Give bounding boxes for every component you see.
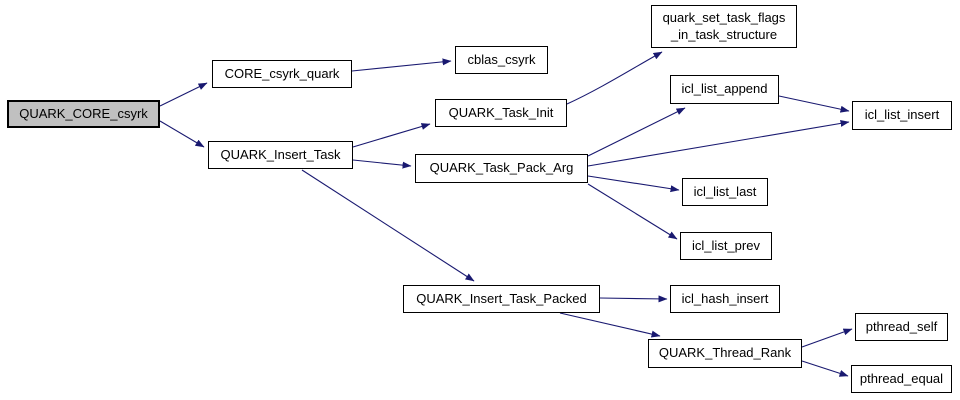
node-pthread-equal[interactable]: pthread_equal bbox=[851, 365, 952, 393]
edge-quark-task-init-to-quark-set-task-flags bbox=[566, 51, 663, 105]
edge-quark-thread-rank-to-pthread-equal bbox=[801, 360, 849, 377]
edge-quark-insert-task-packed-to-quark-thread-rank bbox=[559, 312, 661, 338]
node-icl-list-prev[interactable]: icl_list_prev bbox=[680, 232, 772, 260]
edge-quark-insert-task-to-quark-task-init bbox=[352, 123, 431, 148]
node-label: QUARK_Task_Init bbox=[448, 104, 554, 120]
node-pthread-self[interactable]: pthread_self bbox=[855, 313, 948, 341]
node-quark-insert-task-packed[interactable]: QUARK_Insert_Task_Packed bbox=[403, 285, 600, 313]
edge-quark-task-pack-arg-to-icl-list-append bbox=[587, 107, 686, 157]
edge-quark-core-csyrk-to-core-csyrk-quark bbox=[159, 82, 208, 107]
node-label: icl_list_prev bbox=[692, 237, 760, 253]
node-quark-set-task-flags-in-task-structure[interactable]: quark_set_task_flags _in_task_structure bbox=[651, 5, 797, 48]
edge-quark-insert-task-packed-to-icl-hash-insert bbox=[599, 295, 668, 303]
edge-core-csyrk-quark-to-cblas-csyrk bbox=[351, 58, 452, 72]
node-label: icl_list_append bbox=[681, 81, 768, 97]
node-quark-task-pack-arg[interactable]: QUARK_Task_Pack_Arg bbox=[415, 154, 588, 183]
node-quark-task-init[interactable]: QUARK_Task_Init bbox=[435, 99, 567, 127]
node-label: QUARK_Thread_Rank bbox=[658, 345, 792, 361]
edge-quark-core-csyrk-to-quark-insert-task bbox=[159, 120, 205, 148]
node-icl-list-insert[interactable]: icl_list_insert bbox=[852, 101, 952, 130]
node-icl-list-last[interactable]: icl_list_last bbox=[682, 178, 768, 206]
node-core-csyrk-quark[interactable]: CORE_csyrk_quark bbox=[212, 60, 352, 88]
node-label-line1: quark_set_task_flags bbox=[662, 9, 786, 25]
node-label: pthread_equal bbox=[859, 370, 944, 386]
node-cblas-csyrk[interactable]: cblas_csyrk bbox=[455, 46, 548, 74]
node-quark-core-csyrk: QUARK_CORE_csyrk bbox=[7, 100, 160, 128]
node-label: QUARK_CORE_csyrk bbox=[19, 105, 148, 121]
node-label: QUARK_Insert_Task_Packed bbox=[416, 290, 587, 306]
edge-quark-thread-rank-to-pthread-self bbox=[801, 328, 853, 348]
node-label: cblas_csyrk bbox=[467, 51, 536, 67]
edge-icl-list-append-to-icl-list-insert bbox=[778, 95, 850, 113]
node-quark-insert-task[interactable]: QUARK_Insert_Task bbox=[208, 141, 353, 169]
edge-quark-insert-task-to-quark-insert-task-packed bbox=[301, 169, 475, 282]
node-label: CORE_csyrk_quark bbox=[224, 65, 340, 81]
edge-quark-task-pack-arg-to-icl-list-insert bbox=[587, 119, 850, 167]
edge-quark-task-pack-arg-to-icl-list-last bbox=[587, 175, 680, 193]
node-label: icl_hash_insert bbox=[681, 290, 769, 306]
node-icl-hash-insert[interactable]: icl_hash_insert bbox=[670, 285, 780, 313]
node-icl-list-append[interactable]: icl_list_append bbox=[670, 75, 779, 104]
node-label: QUARK_Task_Pack_Arg bbox=[429, 160, 574, 176]
edge-quark-insert-task-to-quark-task-pack-arg bbox=[352, 159, 412, 169]
node-quark-thread-rank[interactable]: QUARK_Thread_Rank bbox=[648, 339, 802, 368]
node-label: pthread_self bbox=[865, 318, 938, 334]
node-label: icl_list_insert bbox=[864, 107, 940, 123]
node-label: QUARK_Insert_Task bbox=[220, 146, 341, 162]
edge-quark-task-pack-arg-to-icl-list-prev bbox=[587, 183, 678, 240]
node-label: icl_list_last bbox=[693, 183, 757, 199]
node-label-line2: _in_task_structure bbox=[670, 26, 778, 42]
